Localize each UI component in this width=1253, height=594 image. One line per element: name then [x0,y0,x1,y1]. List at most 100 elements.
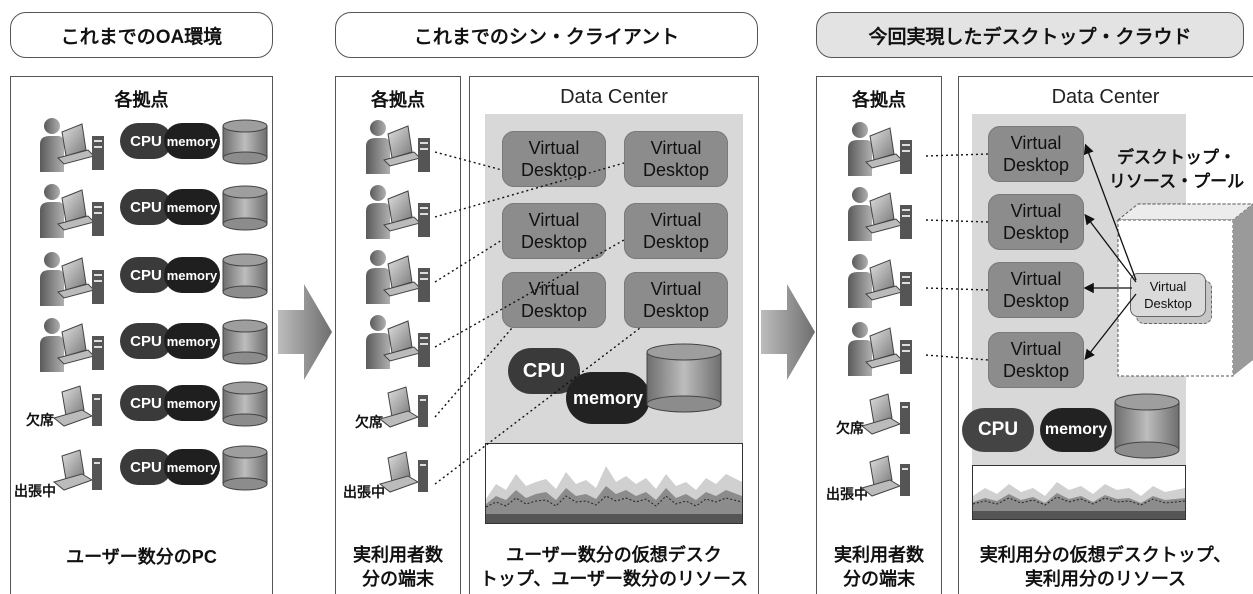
cpu-ellipse: CPU [120,385,172,421]
user-desktop-pc-icon [38,182,108,245]
vd-text: Desktop [520,301,588,321]
storage-cylinder-icon [222,381,268,432]
user-desktop-pc-icon [364,313,434,376]
header-thin-client: これまでのシン・クライアント [335,12,758,58]
memory-text: memory [166,267,218,283]
vd-text: Desktop [1002,155,1070,175]
storage-cylinder-icon [222,253,268,304]
cpu-ellipse: CPU [120,123,172,159]
usage-waveform-icon [485,466,743,523]
bottom-label-virtual-desktops: ユーザー数分の仮想デスク トップ、ユーザー数分のリソース [469,543,759,591]
memory-text: memory [166,199,218,215]
vd-text: Virtual [650,279,702,299]
memory-ellipse: memory [164,257,220,293]
memory-ellipse: memory [566,372,650,424]
connector-line [434,162,625,218]
storage-cylinder-icon [222,319,268,370]
storage-cylinder-icon [646,343,722,413]
pool-arrows [1083,143,1137,361]
data-center-label: Data Center [1051,86,1160,108]
vd-text: Desktop [520,232,588,252]
user-desktop-pc-icon [846,120,916,183]
storage-cylinder-icon [222,445,268,496]
vd-text: Desktop [642,301,710,321]
sites-label: 各拠点 [114,90,169,110]
header-oa: これまでのOA環境 [10,12,273,58]
bottom-label-line: 実利用者数 [834,545,924,565]
sites-label: 各拠点 [852,90,906,110]
memory-text: memory [166,333,218,349]
business-trip-label: 出張中 [14,483,56,499]
bottom-label-line: ユーザー数分の仮想デスク [506,545,722,565]
vd-text: Desktop [520,160,588,180]
arrow-right-icon [278,284,332,380]
business-trip-label: 出張中 [826,486,868,502]
user-desktop-pc-icon [364,118,434,181]
bottom-label-line: トップ、ユーザー数分のリソース [479,569,749,589]
usage-chart-cloud [972,465,1186,520]
laptop-pc-icon [378,450,430,501]
bottom-label-terminals: 実利用者数 分の端末 [335,543,461,591]
connector-line [925,219,989,223]
vd-text: Desktop [1002,291,1070,311]
connector-line [925,287,989,291]
laptop-pc-icon [52,448,104,499]
cpu-text: CPU [977,419,1019,440]
memory-text: memory [166,133,218,149]
cpu-text: CPU [130,332,162,350]
connector-line [925,153,989,157]
vd-text: Virtual [1010,133,1062,153]
bottom-label-terminals: 実利用者数 分の端末 [816,543,942,591]
resource-pool-label-line: リソース・プール [1108,172,1245,191]
user-desktop-pc-icon [364,183,434,246]
user-desktop-pc-icon [364,248,434,311]
connector-line [434,151,503,171]
bottom-label-line: 実利用分のリソース [1024,569,1187,589]
vd-text: Virtual [528,279,580,299]
laptop-pc-icon [52,384,104,435]
usage-waveform-icon [972,482,1186,519]
connector-line [925,354,989,361]
vd-text: Virtual [528,210,580,230]
vd-text: Virtual [1010,269,1062,289]
cpu-text: CPU [130,394,162,412]
memory-ellipse: memory [164,123,220,159]
memory-ellipse: memory [164,189,220,225]
cpu-text: CPU [130,198,162,216]
connector-line [434,327,513,418]
sites-label: 各拠点 [371,90,425,110]
memory-ellipse: memory [164,323,220,359]
connector-line [434,327,641,485]
resource-pool-label-line: デスクトップ・ [1117,148,1236,167]
usage-chart-thin-client [485,443,743,524]
arrow-right-icon [761,284,815,380]
memory-ellipse: memory [1040,408,1112,452]
bottom-label-line: 実利用者数 [353,545,443,565]
header-thin-client-text: これまでのシン・クライアント [413,26,680,48]
laptop-pc-icon [860,392,912,443]
absent-label: 欠席 [26,412,54,428]
vd-text: Virtual [650,210,702,230]
cpu-ellipse: CPU [120,323,172,359]
storage-cylinder-icon [1114,393,1180,459]
memory-text: memory [166,395,218,411]
memory-text: memory [1044,421,1108,438]
bottom-label-line: 分の端末 [843,569,915,589]
user-desktop-pc-icon [846,252,916,315]
vd-text: Virtual [528,138,580,158]
bottom-label-pc: ユーザー数分のPC [66,547,217,567]
header-desktop-cloud-text: 今回実現したデスクトップ・クラウド [868,26,1192,48]
header-desktop-cloud: 今回実現したデスクトップ・クラウド [816,12,1244,58]
user-desktop-pc-icon [846,320,916,383]
bottom-label-line: 分の端末 [362,569,434,589]
pool-arrow [1083,143,1137,281]
user-desktop-pc-icon [38,316,108,379]
absent-label: 欠席 [836,420,864,436]
user-desktop-pc-icon [38,116,108,179]
vd-text: Desktop [1002,223,1070,243]
